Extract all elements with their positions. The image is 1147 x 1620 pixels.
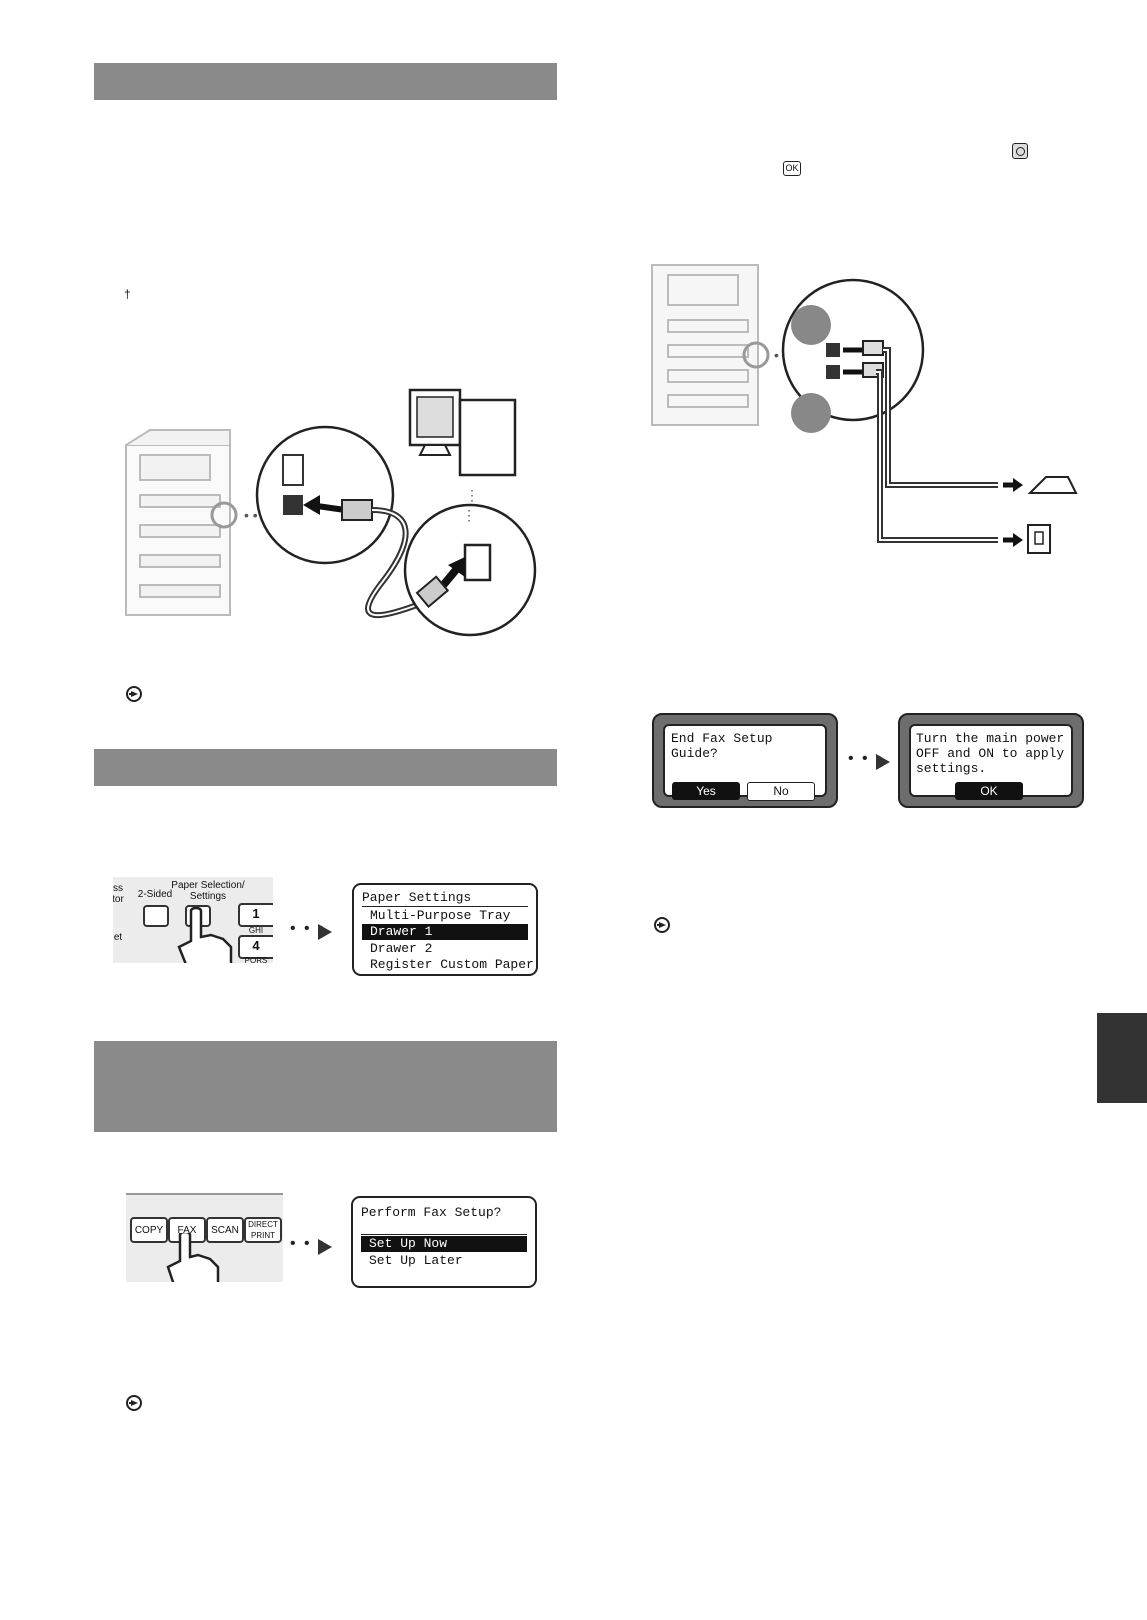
- flow-arrow-icon: [876, 754, 890, 770]
- key-label-2-sided: 2-Sided: [137, 889, 173, 900]
- power-cycle-display: Turn the main power OFF and ON to apply …: [909, 724, 1073, 800]
- svg-text:⋮: ⋮: [462, 507, 476, 523]
- usb-connection-illustration: • • • ⋮ ⋮: [125, 388, 537, 637]
- option-drawer-2[interactable]: Drawer 2: [370, 941, 433, 956]
- end-fax-setup-screen: End Fax Setup Guide? Yes No: [652, 713, 838, 808]
- end-fax-setup-display: End Fax Setup Guide? Yes No: [663, 724, 827, 801]
- section-header-bar-usb: [94, 63, 557, 100]
- phone-line-connection-illustration: • • •: [651, 264, 1078, 554]
- key-label-pqrs: PQRS: [244, 956, 268, 963]
- paper-settings-screen: Paper Settings Multi-Purpose Tray Drawer…: [352, 883, 538, 976]
- copy-key-label: COPY: [134, 1225, 164, 1236]
- no-button[interactable]: No: [747, 782, 815, 801]
- direct-print-button[interactable]: [244, 1217, 282, 1243]
- flow-arrow-icon: [318, 924, 332, 940]
- paper-control-panel-photo: ss tor 2-Sided Paper Selection/ Settings…: [113, 877, 273, 963]
- fax-next-step-arrow-circle-icon: [126, 1395, 142, 1411]
- key-label-ss-tor: ss tor: [113, 883, 124, 905]
- svg-text:⋮: ⋮: [465, 487, 479, 503]
- key-label-1: 1: [252, 906, 260, 921]
- fax-setup-screen: Perform Fax Setup? Set Up Now Set Up Lat…: [351, 1196, 537, 1288]
- key-label-4: 4: [252, 938, 260, 953]
- fax-setup-title: Perform Fax Setup?: [361, 1205, 502, 1220]
- pressing-finger-icon: [166, 1233, 220, 1282]
- ok-key-icon[interactable]: OK: [783, 161, 801, 176]
- key-1-button[interactable]: [238, 903, 273, 927]
- end-fax-setup-line2: Guide?: [671, 746, 718, 761]
- fax-button[interactable]: [168, 1217, 206, 1243]
- option-set-up-later[interactable]: Set Up Later: [369, 1253, 463, 1268]
- power-cycle-line2: OFF and ON to apply: [916, 746, 1065, 761]
- option-register-custom-paper[interactable]: Register Custom Paper: [370, 957, 534, 972]
- flow-arrow-icon: [318, 1239, 332, 1255]
- section-header-bar-paper: [94, 749, 557, 786]
- chapter-side-tab: [1097, 1013, 1147, 1103]
- fax-key-label: FAX: [177, 1225, 197, 1236]
- scan-key-label: SCAN: [211, 1225, 239, 1236]
- pressing-finger-icon: [177, 907, 233, 963]
- key-4-button[interactable]: [238, 935, 273, 959]
- end-fax-setup-line1: End Fax Setup: [671, 731, 773, 746]
- key-label-paper-selection: Paper Selection/ Settings: [171, 880, 245, 902]
- yes-button[interactable]: Yes: [672, 782, 740, 800]
- ok-button[interactable]: OK: [955, 782, 1023, 800]
- usb-next-step-arrow-circle-icon: [126, 686, 142, 702]
- option-drawer-1[interactable]: Drawer 1: [362, 924, 528, 940]
- ok-key-label: OK: [785, 163, 799, 173]
- fax-setup-key-icon[interactable]: [1012, 143, 1028, 159]
- paper-settings-divider: [362, 906, 528, 907]
- scan-button[interactable]: [206, 1217, 244, 1243]
- option-multi-purpose-tray[interactable]: Multi-Purpose Tray: [370, 908, 511, 923]
- option-set-up-now[interactable]: Set Up Now: [361, 1236, 527, 1252]
- key-label-et: et: [113, 932, 123, 943]
- power-cycle-line1: Turn the main power: [916, 731, 1065, 746]
- section-header-bar-fax: [94, 1041, 557, 1132]
- power-cycle-screen: Turn the main power OFF and ON to apply …: [898, 713, 1084, 808]
- flow-dots: • • •: [848, 750, 884, 767]
- dagger-mark: †: [124, 287, 131, 301]
- copy-button[interactable]: [130, 1217, 168, 1243]
- flow-dots: • • •: [290, 1235, 326, 1252]
- fax-setup-divider: [361, 1234, 527, 1235]
- two-sided-button[interactable]: [143, 905, 169, 927]
- paper-settings-title: Paper Settings: [362, 890, 472, 905]
- fax-key-symbol: [1016, 147, 1025, 156]
- flow-dots: • • •: [290, 920, 326, 937]
- key-label-ghi: GHI: [248, 926, 264, 935]
- direct-print-key-label: DIRECT PRINT: [248, 1220, 278, 1240]
- final-next-step-arrow-circle-icon: [654, 917, 670, 933]
- power-cycle-line3: settings.: [916, 761, 987, 776]
- fax-control-panel-photo: COPY FAX SCAN DIRECT PRINT: [126, 1193, 283, 1282]
